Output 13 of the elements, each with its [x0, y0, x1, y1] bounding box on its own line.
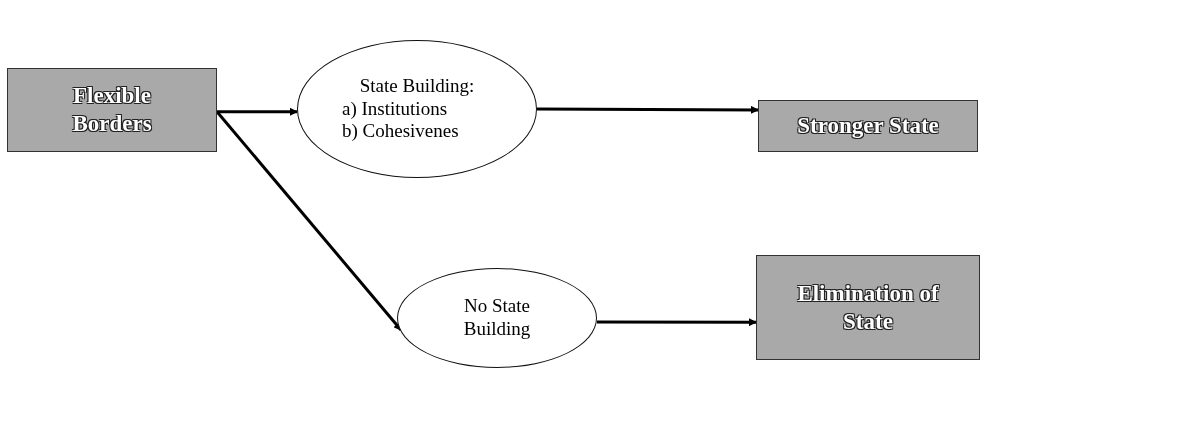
process-box	[7, 68, 217, 152]
node-text: State Building:	[359, 74, 475, 98]
node-text: b) Cohesivenes	[342, 120, 460, 144]
node-text: Elimination of State	[796, 279, 940, 336]
process-box	[758, 100, 978, 152]
arrow	[597, 318, 757, 327]
arrow	[537, 105, 759, 114]
process-box	[756, 255, 980, 360]
node-text: No State Building	[462, 295, 532, 341]
node-text: a) Institutions	[342, 97, 449, 121]
arrow	[217, 107, 298, 116]
node-text: Stronger State	[797, 112, 939, 140]
node-text: Flexible Borders	[71, 82, 153, 138]
